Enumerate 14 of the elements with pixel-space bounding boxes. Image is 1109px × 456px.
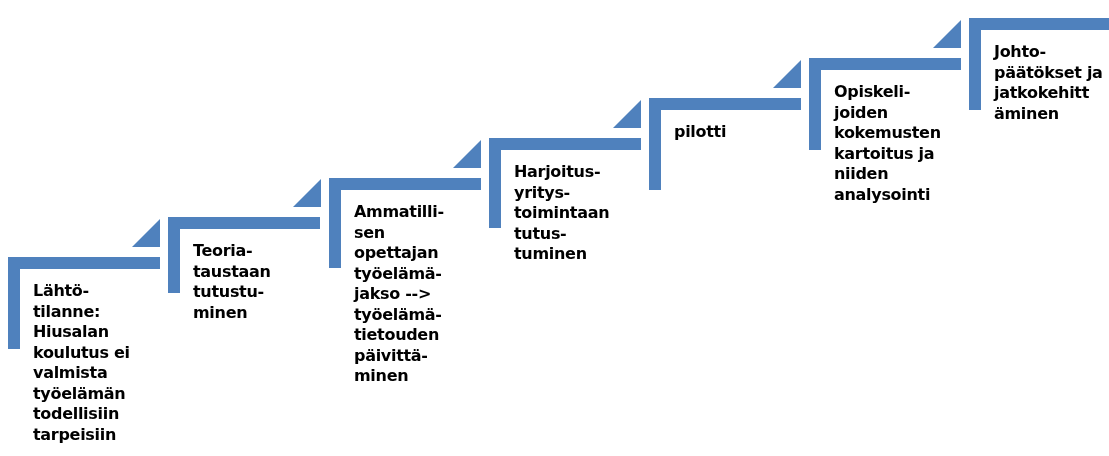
arrow bbox=[132, 219, 160, 247]
step-label: Ammatilli- sen opettajan työelämä- jakso --> työelämä- tietouden päivittä- minen bbox=[354, 202, 445, 387]
step-label: Teoria- taustaan tutustu- minen bbox=[193, 241, 272, 323]
step-label: Lähtö- tilanne: Hiusalan koulutus ei valmista työelämän todellisiin tarpeisiin bbox=[33, 281, 131, 445]
arrow bbox=[773, 60, 801, 88]
step-bracket bbox=[649, 98, 801, 190]
arrow bbox=[293, 179, 321, 207]
step-label: Harjoitus- yritys- toimintaan tutus- tuminen bbox=[514, 162, 611, 265]
arrow bbox=[933, 20, 961, 48]
step-label: pilotti bbox=[674, 122, 728, 143]
arrow bbox=[613, 100, 641, 128]
arrow bbox=[453, 140, 481, 168]
step-label: Johto- päätökset ja jatkokehitt äminen bbox=[994, 42, 1104, 124]
step-label: Opiskeli- joiden kokemusten kartoitus ja niiden analysointi bbox=[834, 82, 942, 205]
